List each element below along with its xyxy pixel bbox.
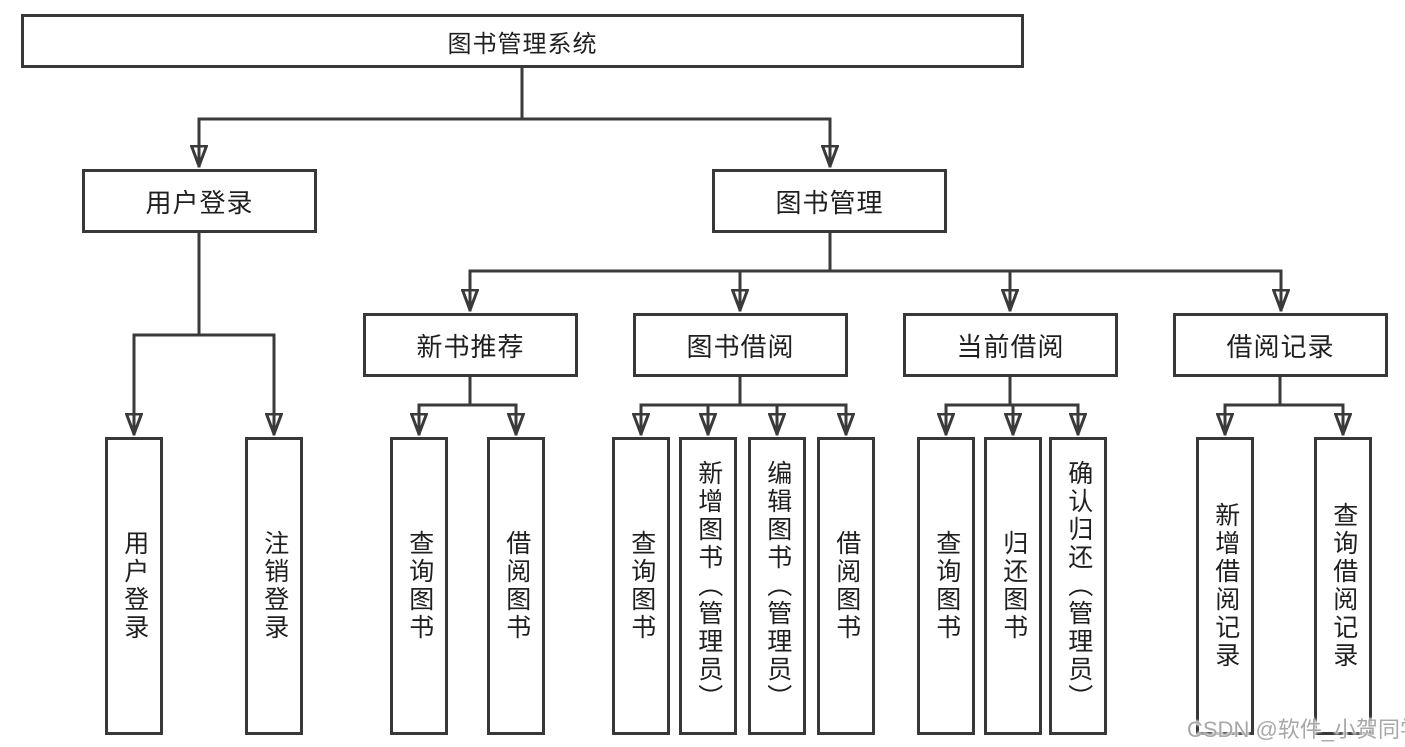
leaf-borrow-books: 借阅图书 (817, 437, 875, 735)
leaf-edit-books-admin: 编辑图书（管理员） (748, 437, 806, 735)
node-user-login: 用户登录 (82, 169, 317, 233)
node-book-management: 图书管理 (712, 169, 947, 233)
edge-user-login-children (134, 231, 274, 436)
leaf-add-books-admin: 新增图书（管理员） (679, 437, 737, 735)
leaf-add-borrow-record: 新增借阅记录 (1196, 437, 1254, 735)
leaf-query-books-recommend: 查询图书 (390, 437, 448, 735)
edge-new-books-children (419, 375, 516, 436)
leaf-confirm-return-admin: 确认归还（管理员） (1049, 437, 1107, 735)
leaf-user-login: 用户登录 (105, 437, 163, 735)
leaf-query-books-borrowing: 查询图书 (612, 437, 670, 735)
edge-book-borrow-children (641, 375, 846, 436)
edge-book-mgmt-children (470, 231, 1281, 312)
leaf-query-books-current: 查询图书 (917, 437, 975, 735)
edge-current-borrow-children (946, 375, 1078, 436)
edge-borrow-records-children (1225, 375, 1343, 436)
node-library-system: 图书管理系统 (21, 14, 1024, 68)
watermark: CSDN @软件_小贺同学 (1187, 717, 1405, 742)
leaf-return-books: 归还图书 (984, 437, 1042, 735)
edge-root-to-level2 (199, 66, 830, 168)
node-book-borrowing: 图书借阅 (633, 313, 848, 377)
leaf-logout: 注销登录 (245, 437, 303, 735)
node-borrowing-records: 借阅记录 (1173, 313, 1388, 377)
node-new-book-recommend: 新书推荐 (363, 313, 578, 377)
node-current-borrowing: 当前借阅 (903, 313, 1118, 377)
leaf-query-borrow-record: 查询借阅记录 (1314, 437, 1372, 735)
leaf-borrow-books-recommend: 借阅图书 (487, 437, 545, 735)
